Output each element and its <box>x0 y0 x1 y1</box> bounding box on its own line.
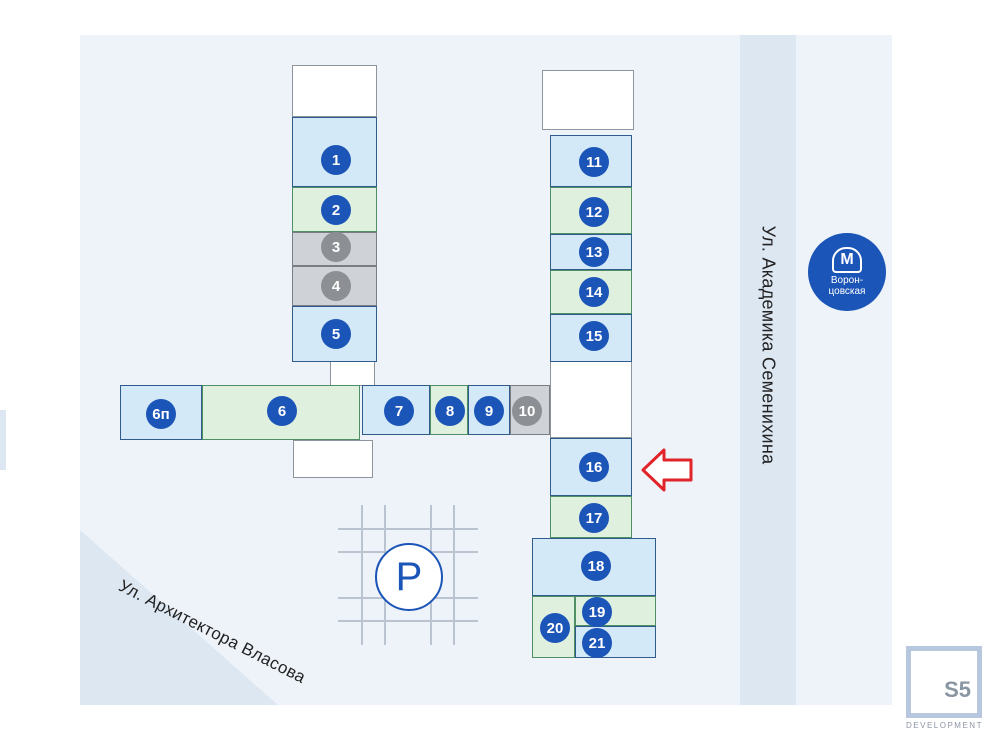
unit-badge-16[interactable]: 16 <box>579 452 609 482</box>
unit-5[interactable] <box>292 306 377 362</box>
unit-badge-17[interactable]: 17 <box>579 503 609 533</box>
unit-badge-14[interactable]: 14 <box>579 277 609 307</box>
north-annex-right <box>542 70 634 130</box>
metro-station-name: Ворон- цовская <box>828 275 866 297</box>
unit-badge-5[interactable]: 5 <box>321 319 351 349</box>
south-annex <box>293 440 373 478</box>
corridor-junction <box>550 360 632 438</box>
road-right <box>740 35 796 705</box>
unit-badge-12[interactable]: 12 <box>579 197 609 227</box>
unit-badge-1[interactable]: 1 <box>321 145 351 175</box>
unit-badge-6[interactable]: 6 <box>267 396 297 426</box>
central-stair-left <box>330 360 375 386</box>
unit-badge-2[interactable]: 2 <box>321 195 351 225</box>
street-label-right: Ул. Академика Семенихина <box>758 225 779 465</box>
north-annex-left <box>292 65 377 117</box>
parking-icon: P <box>375 543 443 611</box>
unit-badge-10[interactable]: 10 <box>512 396 542 426</box>
unit-badge-9[interactable]: 9 <box>474 396 504 426</box>
metro-station-marker[interactable]: М Ворон- цовская <box>808 233 886 311</box>
unit-badge-11[interactable]: 11 <box>579 147 609 177</box>
unit-badge-8[interactable]: 8 <box>435 396 465 426</box>
logo-subtitle: DEVELOPMENT <box>906 721 983 730</box>
entrance-arrow-icon <box>641 448 693 492</box>
unit-badge-6p[interactable]: 6п <box>146 399 176 429</box>
unit-badge-3[interactable]: 3 <box>321 232 351 262</box>
unit-badge-20[interactable]: 20 <box>540 613 570 643</box>
unit-badge-15[interactable]: 15 <box>579 321 609 351</box>
unit-badge-13[interactable]: 13 <box>579 237 609 267</box>
unit-badge-7[interactable]: 7 <box>384 396 414 426</box>
unit-1[interactable] <box>292 117 377 187</box>
unit-badge-18[interactable]: 18 <box>581 551 611 581</box>
developer-logo: S5 <box>906 646 982 718</box>
logo-mark: S5 <box>944 677 971 702</box>
unit-badge-19[interactable]: 19 <box>582 597 612 627</box>
unit-badge-21[interactable]: 21 <box>582 628 612 658</box>
metro-icon: М <box>832 247 862 273</box>
unit-badge-4[interactable]: 4 <box>321 271 351 301</box>
left-edge-strip <box>0 410 6 470</box>
